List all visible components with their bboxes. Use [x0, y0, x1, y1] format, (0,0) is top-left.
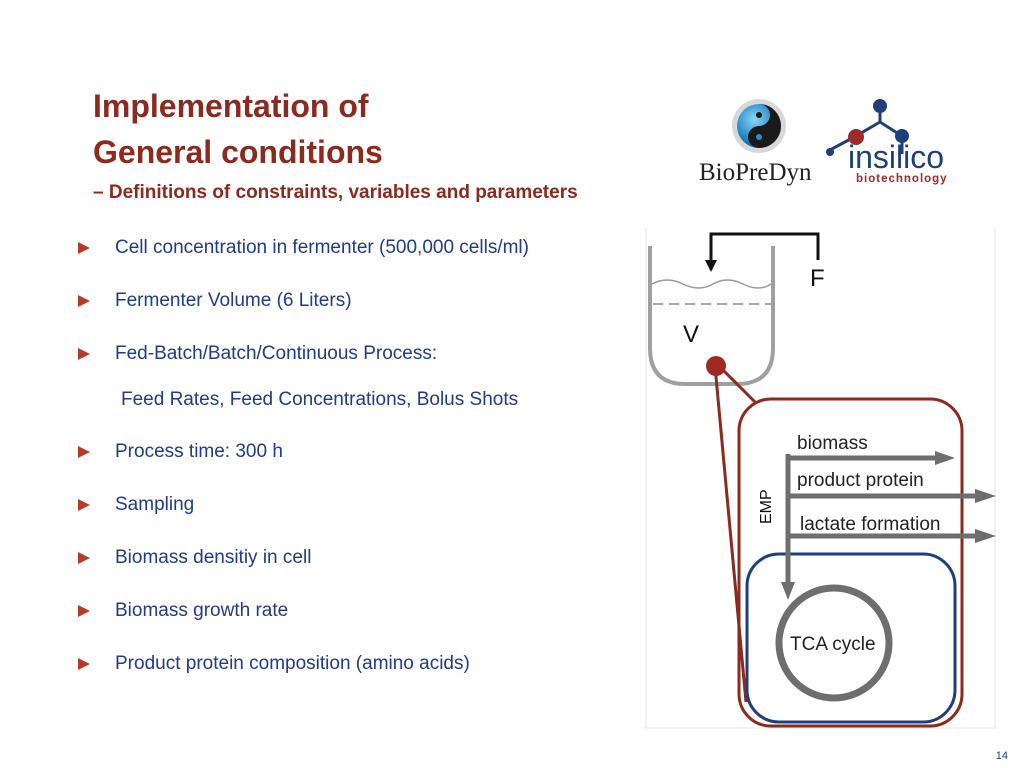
- title-line-1: Implementation of: [93, 88, 369, 124]
- emp-label: EMP: [758, 489, 775, 524]
- page-number: 14: [995, 750, 1008, 762]
- bullet-subtext: Feed Rates, Feed Concentrations, Bolus S…: [121, 389, 519, 410]
- lactate-label: lactate formation: [800, 514, 940, 535]
- bullet-marker-icon: [78, 348, 90, 360]
- biomass-arrow-icon: [935, 451, 955, 465]
- insilico-wordmark: insilico: [848, 139, 944, 175]
- slide-title: Implementation of General conditions: [93, 90, 383, 168]
- biopredyn-wordmark: BioPreDyn: [699, 159, 812, 186]
- fermenter-vessel: [648, 246, 775, 386]
- cell-outline: [737, 397, 964, 728]
- bullet-marker-icon: [78, 552, 90, 564]
- feed-arrow-icon: [705, 260, 717, 272]
- bullet-text: Biomass growth rate: [115, 600, 289, 621]
- bullet-text: Product protein composition (amino acids…: [115, 653, 470, 674]
- bullet-text: Fermenter Volume (6 Liters): [115, 290, 352, 311]
- bullet-text: Sampling: [115, 494, 195, 515]
- lactate-arrow-icon: [975, 529, 996, 543]
- bullet-text: Biomass densitiy in cell: [115, 547, 312, 568]
- bullet-marker-icon: [78, 242, 90, 254]
- bullet-fermenter-volume: Fermenter Volume (6 Liters): [78, 289, 529, 313]
- feed-line: [709, 232, 820, 270]
- biopredyn-logo: BioPreDyn: [699, 99, 812, 186]
- protein-label: product protein: [797, 470, 924, 491]
- mitochondrion-outline: [745, 552, 957, 724]
- biomass-label: biomass: [797, 433, 868, 454]
- bullet-text: Fed-Batch/Batch/Continuous Process:: [115, 343, 438, 364]
- fermenter-diagram: F V EMP biomass product protein lactate …: [645, 228, 997, 729]
- feed-label: F: [810, 265, 825, 292]
- bullet-sampling: Sampling: [78, 493, 529, 517]
- liquid-surface: [651, 279, 772, 289]
- bullet-text: Cell concentration in fermenter (500: [115, 237, 418, 258]
- bullet-cell-concentration: Cell concentration in fermenter (500,000…: [78, 236, 529, 260]
- slide-subtitle: – Definitions of constraints, variables …: [93, 182, 578, 203]
- tca-cycle-ring: [775, 584, 893, 702]
- tca-label: TCA cycle: [790, 634, 876, 655]
- bullet-biomass-density: Biomass densitiy in cell: [78, 546, 529, 570]
- bullet-process-type: Fed-Batch/Batch/Continuous Process: Feed…: [78, 342, 529, 412]
- insilico-molecule-icon: [848, 129, 864, 145]
- bullet-protein-composition: Product protein composition (amino acids…: [78, 652, 529, 676]
- bullet-marker-icon: [78, 605, 90, 617]
- bullet-text: Process time: 300 h: [115, 441, 283, 462]
- bullet-list: Cell concentration in fermenter (500,000…: [78, 236, 529, 676]
- bullet-comma: ,: [417, 237, 423, 258]
- protein-arrow-icon: [975, 489, 996, 503]
- bullet-process-time: Process time: 300 h: [78, 440, 529, 464]
- emp-arrow-icon: [781, 582, 795, 600]
- bullet-growth-rate: Biomass growth rate: [78, 599, 529, 623]
- bullet-text: 000 cells/ml): [422, 237, 529, 258]
- bullet-marker-icon: [78, 446, 90, 458]
- insilico-logo: insilico biotechnology: [826, 99, 948, 185]
- bullet-marker-icon: [78, 499, 90, 511]
- volume-label: V: [683, 321, 699, 348]
- bullet-marker-icon: [78, 658, 90, 670]
- cell-dot-icon: [706, 356, 726, 376]
- bullet-marker-icon: [78, 295, 90, 307]
- insilico-subtitle: biotechnology: [856, 173, 948, 185]
- title-line-2: General conditions: [93, 134, 383, 170]
